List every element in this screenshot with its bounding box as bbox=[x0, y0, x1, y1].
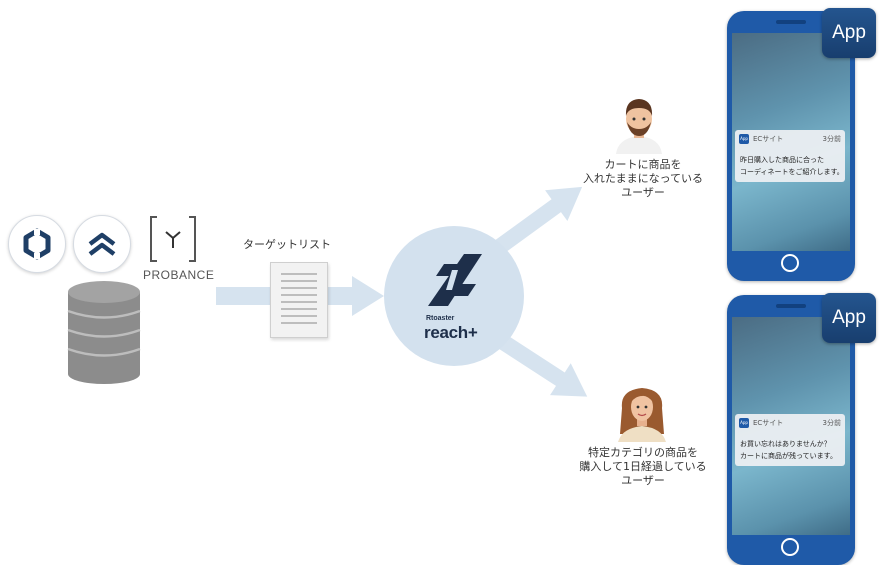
target-list-label: ターゲットリスト bbox=[243, 238, 331, 251]
push-notification[interactable]: App ECサイト 3分前 昨日購入した商品に合った コーディネートをご紹介しま… bbox=[735, 130, 845, 182]
double-chevron-icon bbox=[88, 232, 116, 256]
notification-body: お買い忘れはありませんか？ カートに商品が残っています。 bbox=[740, 440, 837, 460]
reach-plus-mark-icon bbox=[428, 254, 482, 306]
notification-app-name: ECサイト bbox=[753, 135, 784, 143]
phone-screen: App ECサイト 3分前 お買い忘れはありませんか？ カートに商品が残っていま… bbox=[732, 317, 850, 535]
notification-app-icon: App bbox=[739, 134, 749, 144]
arrow-lower bbox=[495, 333, 588, 397]
home-button-icon bbox=[781, 254, 799, 272]
notification-time: 3分前 bbox=[822, 135, 841, 143]
segment-label-purchase: 特定カテゴリの商品を 購入して1日経過している ユーザー bbox=[579, 446, 707, 487]
app-badge-1: App bbox=[822, 8, 876, 58]
target-list-document-icon bbox=[270, 262, 328, 338]
hub-brand-big: reach+ bbox=[424, 323, 478, 342]
woman-avatar-icon bbox=[618, 388, 666, 442]
teal-ring-icon bbox=[23, 228, 51, 260]
app-badge-2: App bbox=[822, 293, 876, 343]
arrow-upper bbox=[493, 186, 583, 255]
home-button-icon bbox=[781, 538, 799, 556]
phone-speaker bbox=[776, 304, 806, 308]
reach-plus-hub: Rtoaster reach+ bbox=[384, 226, 524, 366]
man-avatar-icon bbox=[616, 99, 662, 154]
push-notification[interactable]: App ECサイト 3分前 お買い忘れはありませんか？ カートに商品が残っていま… bbox=[735, 414, 845, 466]
notification-app-icon: App bbox=[739, 418, 749, 428]
phone-screen: App ECサイト 3分前 昨日購入した商品に合った コーディネートをご紹介しま… bbox=[732, 33, 850, 251]
database-icon bbox=[67, 281, 141, 384]
phone-speaker bbox=[776, 20, 806, 24]
notification-time: 3分前 bbox=[822, 419, 841, 427]
source-logo-chevron bbox=[73, 215, 131, 273]
source-logo-ring bbox=[8, 215, 66, 273]
probance-label: PROBANCE bbox=[143, 268, 215, 282]
notification-body: 昨日購入した商品に合った コーディネートをご紹介します。 bbox=[740, 156, 844, 176]
hub-brand-small: Rtoaster bbox=[426, 315, 455, 322]
probance-logo-icon bbox=[150, 216, 196, 262]
segment-label-cart: カートに商品を 入れたままになっている ユーザー bbox=[582, 158, 704, 199]
notification-app-name: ECサイト bbox=[753, 419, 784, 427]
